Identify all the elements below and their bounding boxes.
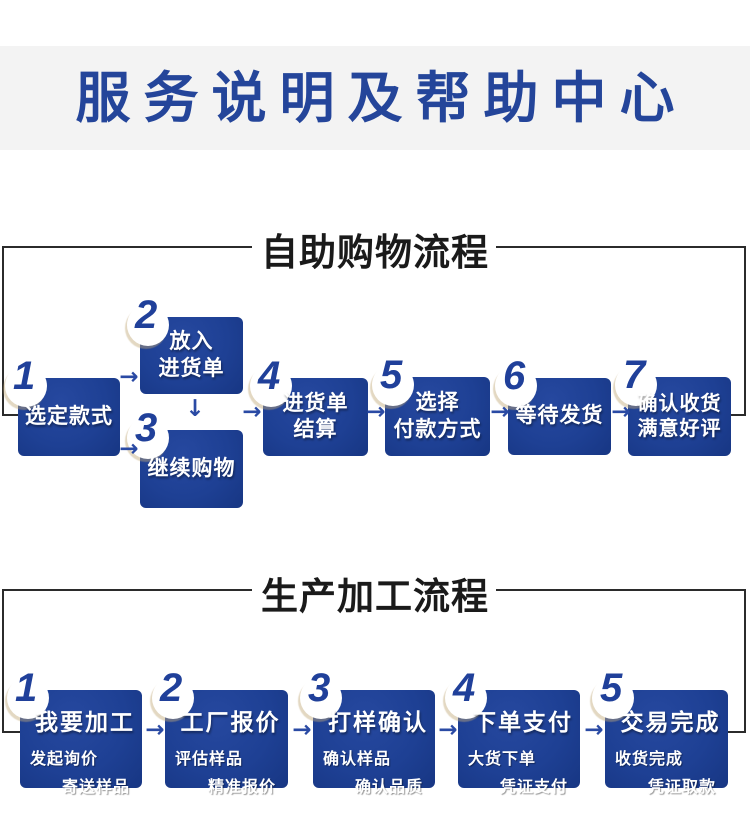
step-label: 选择 付款方式 [393, 391, 482, 441]
step-notch [592, 677, 634, 719]
arrow-right-icon: → [119, 364, 139, 390]
flow-step-factory-quote: 2 工厂报价 评估样品 精准报价 [152, 668, 288, 796]
step-label: 确认收货 满意好评 [637, 392, 722, 440]
step-subtext: 确认样品 [323, 751, 392, 768]
section-title-shopping-flow: 自助购物流程 [261, 232, 489, 273]
step-subtext: 凭证支付 [499, 779, 568, 796]
step-number: 1 [15, 666, 38, 710]
arrow-right-icon: → [292, 717, 312, 743]
step-subtext: 确认品质 [354, 779, 423, 796]
connector-line [2, 589, 4, 733]
step-label: 进货单 结算 [282, 391, 349, 441]
connector-line [2, 731, 20, 733]
connector-line [2, 414, 18, 416]
step-number: 3 [308, 666, 331, 710]
step-number: 4 [453, 666, 476, 710]
header-band: 服务说明及帮助中心 [0, 46, 750, 150]
arrow-right-icon: → [366, 399, 386, 425]
flow-step-order-settlement: 4 进货单 结算 [250, 356, 368, 456]
flow-step-sample-confirm: 3 打样确认 确认样品 确认品质 [300, 668, 435, 796]
flow-step-wait-shipping: 6 等待发货 [495, 356, 611, 455]
step-number: 2 [135, 293, 158, 337]
step-number: 6 [503, 354, 526, 398]
step-number: 5 [600, 666, 623, 710]
step-label: 选定款式 [25, 404, 113, 428]
arrow-right-icon: → [242, 399, 262, 425]
arrow-down-icon: ↓ [185, 396, 205, 422]
step-number: 2 [160, 666, 183, 710]
connector-line [2, 246, 252, 248]
step-notch [7, 677, 49, 719]
arrow-right-icon: → [438, 717, 458, 743]
arrow-right-icon: → [490, 399, 510, 425]
step-notch [5, 365, 47, 407]
section-title-production-flow: 生产加工流程 [261, 576, 489, 617]
flow-step-order-payment: 4 下单支付 大货下单 凭证支付 [445, 668, 580, 796]
step-label: 等待发货 [515, 404, 604, 428]
step-subtext: 发起询价 [30, 751, 99, 768]
flow-step-confirm-receipt: 7 确认收货 满意好评 [615, 355, 731, 456]
step-notch [250, 365, 292, 407]
flow-step-continue-shopping: 3 继续购物 [127, 408, 243, 508]
arrow-right-icon: → [119, 436, 139, 462]
flow-step-choose-payment: 5 选择 付款方式 [372, 355, 490, 456]
connector-line [744, 589, 746, 733]
step-subtext: 评估样品 [175, 751, 244, 768]
step-notch [127, 417, 169, 459]
step-number: 5 [380, 353, 403, 397]
step-notch [127, 304, 169, 346]
step-subtext: 精准报价 [207, 779, 276, 796]
step-notch [495, 365, 537, 407]
step-subtext: 寄送样品 [61, 779, 130, 796]
connector-line [2, 589, 252, 591]
flow-step-transaction-complete: 5 交易完成 收货完成 凭证取款 [592, 668, 728, 796]
page-title: 服务说明及帮助中心 [75, 67, 688, 129]
step-notch [372, 364, 414, 406]
step-notch [445, 677, 487, 719]
step-number: 3 [135, 406, 158, 450]
flow-step-select-style: 1 选定款式 [5, 356, 120, 456]
step-title: 打样确认 [328, 709, 428, 735]
step-number: 7 [623, 353, 646, 397]
step-notch [300, 677, 342, 719]
step-subtext: 大货下单 [468, 751, 537, 768]
connector-line [728, 731, 746, 733]
connector-line [731, 414, 746, 416]
step-label: 继续购物 [147, 456, 236, 480]
flow-step-request-processing: 1 我要加工 发起询价 寄送样品 [7, 668, 142, 796]
connector-line [744, 246, 746, 416]
arrow-right-icon: → [584, 717, 604, 743]
step-number: 1 [13, 354, 36, 398]
step-notch [615, 364, 657, 406]
connector-line [2, 246, 4, 416]
step-subtext: 凭证取款 [647, 779, 716, 796]
arrow-right-icon: → [611, 399, 631, 425]
step-title: 下单支付 [473, 709, 573, 735]
step-label: 放入 进货单 [158, 330, 225, 380]
step-title: 交易完成 [620, 709, 721, 735]
arrow-right-icon: → [145, 717, 165, 743]
connector-line [496, 246, 746, 248]
step-notch [152, 677, 194, 719]
step-subtext: 收货完成 [615, 751, 684, 768]
step-title: 工厂报价 [180, 709, 281, 735]
flow-step-add-to-order: 2 放入 进货单 [127, 295, 243, 394]
connector-line [496, 589, 746, 591]
step-number: 4 [258, 354, 281, 398]
step-title: 我要加工 [35, 709, 135, 735]
